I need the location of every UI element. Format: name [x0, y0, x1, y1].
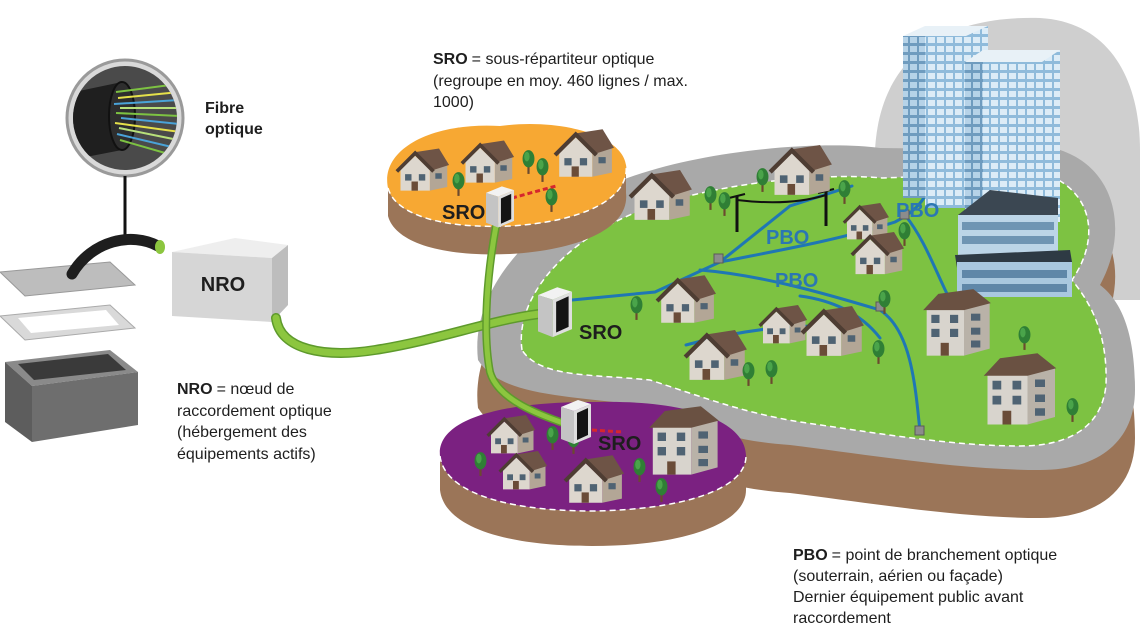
- chamber-frame: [0, 304, 137, 341]
- pbo-box: [914, 425, 925, 436]
- fiber-cable-over-plate: [0, 234, 165, 297]
- nro-legend-key: NRO: [177, 381, 213, 398]
- sro-legend-line3: 1000): [433, 94, 474, 111]
- nro-legend-line2: raccordement optique: [177, 402, 332, 420]
- nro-legend: NRO= nœud de raccordement optique (héber…: [177, 379, 332, 465]
- chamber-box: [5, 350, 138, 442]
- orange-zone: [387, 124, 627, 255]
- sro-legend-key: SRO: [433, 51, 468, 68]
- pbo-label-north-east: PBO: [896, 200, 939, 222]
- pbo-legend: PBO= point de branchement optique (soute…: [793, 545, 1057, 629]
- sro-legend: SRO= sous-répartiteur optique (regroupe …: [433, 49, 688, 114]
- sro-legend-line2: (regroupe en moy. 460 lignes / max.: [433, 72, 688, 90]
- nro-legend-line4: équipements actifs): [177, 445, 316, 463]
- fiber-title-line2: optique: [205, 121, 263, 138]
- pbo-boxes: [713, 209, 925, 436]
- pbo-legend-line4: raccordement: [793, 610, 891, 627]
- fiber-cross-section: [65, 58, 185, 178]
- nro-legend-line1: NRO= nœud de: [177, 379, 332, 401]
- nro-box: NRO: [172, 238, 288, 322]
- sro-cabinet-main-zone: [538, 287, 572, 338]
- pbo-legend-line1: PBO= point de branchement optique: [793, 545, 1057, 566]
- cable-branch-apartments: [903, 213, 952, 302]
- pbo-legend-line3: Dernier équipement public avant: [793, 589, 1024, 606]
- pbo-legend-definition: = point de branchement optique: [831, 547, 1058, 564]
- sro-cabinet-purple-zone: [561, 400, 591, 444]
- pbo-box: [899, 209, 910, 220]
- fiber-title: Fibre optique: [205, 98, 263, 140]
- local-link-dashed: [591, 428, 623, 434]
- pbo-label-center: PBO: [766, 227, 809, 249]
- sro-cabinet-orange-zone: [486, 186, 514, 228]
- pbo-legend-key: PBO: [793, 547, 828, 564]
- sro-label-main-zone: SRO: [579, 322, 622, 344]
- pbo-legend-line2: (souterrain, aérien ou façade): [793, 568, 1003, 585]
- nro-box-label: NRO: [201, 274, 245, 296]
- purple-zone: [439, 401, 747, 546]
- nro-legend-definition: = nœud de: [216, 381, 295, 398]
- orange-zone-earth: [388, 165, 627, 255]
- purple-zone-earth: [440, 456, 746, 546]
- sro-legend-definition: = sous-répartiteur optique: [471, 51, 655, 68]
- fiber-title-line1: Fibre: [205, 100, 245, 117]
- low-building: [955, 190, 1072, 297]
- main-zone-dashed-edge: [520, 171, 1107, 447]
- pbo-label-south: PBO: [775, 270, 818, 292]
- sro-label-orange-zone: SRO: [442, 202, 485, 224]
- sro-legend-line1: SRO= sous-répartiteur optique: [433, 49, 688, 71]
- pbo-box: [713, 253, 724, 264]
- nro-legend-line3: (hébergement des: [177, 424, 307, 441]
- sro-label-purple-zone: SRO: [598, 433, 641, 455]
- feeder-fiber-cables: [271, 222, 570, 428]
